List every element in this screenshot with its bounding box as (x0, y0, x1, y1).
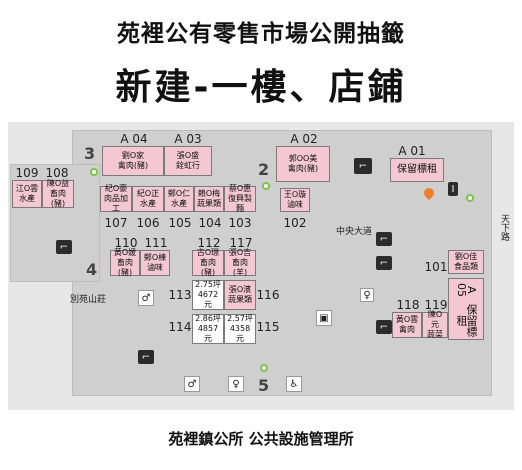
central-aisle-label: 中央大道 (336, 227, 373, 237)
stall-number: 117 (229, 236, 253, 250)
accessible-restroom-icon: ♿ (286, 376, 302, 392)
women-restroom-icon: ♀ (228, 376, 244, 392)
stairs-icon: ⌐ (354, 158, 372, 174)
stall-116[interactable]: 張O濱 蔬果類 (224, 280, 256, 310)
stall-number: 119 (424, 298, 448, 312)
stall-111[interactable]: 鄭O棟 滷味 (140, 250, 170, 276)
stall-number: 118 (396, 298, 420, 312)
floor-map: 109 108 江O雲 水產 陳O益 畜肉(豬) 3 A 04 A 03 劉O家… (0, 120, 522, 420)
stall-number: 109 (15, 166, 39, 180)
stairs-icon: ⌐ (376, 320, 392, 334)
stall-number: 108 (45, 166, 69, 180)
stall-number: 102 (283, 216, 307, 230)
gate-2: 2 (258, 160, 270, 179)
stairs-icon: ⌐ (376, 256, 392, 270)
stall-105[interactable]: 鄭O仁 水產 (164, 186, 194, 212)
gate-marker-icon (260, 364, 268, 372)
stall-119[interactable]: 陳O元 蔬菜 (422, 310, 448, 339)
stall-number: 112 (197, 236, 221, 250)
stall-code: A 05 (455, 283, 478, 298)
page-title-line1: 苑裡公有零售市場公開抽籤 (117, 21, 405, 47)
stall-112[interactable]: 古O璟 畜肉(豬) (192, 248, 224, 277)
stall-number: 111 (144, 236, 168, 250)
stall-a04[interactable]: 劉O家 禽肉(豬) (102, 146, 164, 176)
stall-name: 保留標租 (455, 303, 478, 337)
stairs-icon: ⌐ (376, 232, 392, 246)
stall-108[interactable]: 陳O益 畜肉(豬) (42, 179, 74, 208)
gate-marker-icon (262, 182, 270, 190)
footer-org: 苑裡鎮公所 公共設施管理所 (168, 430, 354, 448)
stall-number: 105 (168, 216, 192, 230)
stall-code: A 01 (398, 144, 426, 158)
stall-number: 103 (228, 216, 252, 230)
stall-number: 116 (256, 288, 280, 302)
men-restroom-icon: ♂ (138, 290, 154, 306)
gate-marker-icon (90, 168, 98, 176)
stairs-icon: ⌐ (138, 350, 154, 364)
stall-110[interactable]: 黃O媛 畜肉(豬) (110, 248, 140, 277)
stall-118[interactable]: 黃O雲 禽肉 (392, 312, 422, 338)
stall-number: 115 (256, 320, 280, 334)
stall-number: 113 (168, 288, 192, 302)
stall-117[interactable]: 張O吉 畜肉(羊) (224, 248, 256, 277)
stall-114[interactable]: 2.86坪 4857元 (192, 314, 224, 344)
gate-3: 3 (84, 144, 96, 163)
elevator-icon: I (448, 182, 458, 196)
elevator-icon: ▣ (316, 310, 332, 326)
stall-106[interactable]: 紀O正 水產 (132, 186, 164, 212)
tianxia-road-label: 天下路 (499, 214, 509, 241)
stall-102[interactable]: 王O璇 滷味 (280, 188, 310, 212)
gate-4: 4 (86, 260, 98, 279)
gate-marker-icon (466, 194, 474, 202)
stall-a01[interactable]: 保留標租 (390, 158, 444, 182)
gate-5: 5 (258, 376, 270, 395)
stall-code: A 03 (174, 132, 202, 146)
stall-a05[interactable]: A 05 保留標租 (448, 278, 484, 340)
stall-101[interactable]: 劉O佳 食品類 (448, 250, 484, 274)
stall-104[interactable]: 賴O梅 蔬果類 (194, 186, 224, 212)
men-restroom-icon: ♂ (184, 376, 200, 392)
stall-a03[interactable]: 張O盛 銓虹行 (164, 146, 212, 176)
bieyuan-road-label: 別苑山莊 (70, 295, 107, 305)
stall-code: A 02 (290, 132, 318, 146)
stall-115[interactable]: 2.57坪 4358元 (224, 314, 256, 344)
stall-109[interactable]: 江O雲 水產 (12, 180, 42, 208)
stall-103[interactable]: 蔡O惠 復興製麵 (224, 184, 256, 213)
stairs-icon: ⌐ (56, 240, 72, 254)
stall-a02[interactable]: 郭OO美 禽肉(豬) (276, 146, 330, 182)
stall-113[interactable]: 2.75坪 4672元 (192, 280, 224, 310)
stall-number: 107 (104, 216, 128, 230)
restroom-icon: ♀ (360, 288, 374, 302)
stall-code: A 04 (120, 132, 148, 146)
stall-number: 110 (114, 236, 138, 250)
stall-number: 104 (198, 216, 222, 230)
stall-number: 101 (424, 260, 448, 274)
stall-107[interactable]: 紀O豪 肉品加工 (100, 184, 132, 213)
stall-number: 114 (168, 320, 192, 334)
page-title-line2: 新建-一樓、店鋪 (115, 67, 407, 108)
stall-number: 106 (136, 216, 160, 230)
